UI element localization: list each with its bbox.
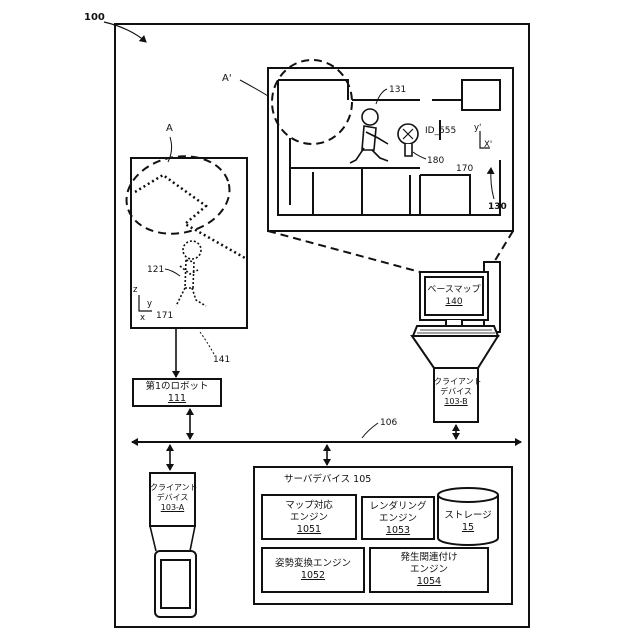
computer-monitor-icon xyxy=(412,262,500,368)
person-on-map xyxy=(350,109,388,163)
axis-y-prime: y' xyxy=(474,123,481,133)
ref-180: 180 xyxy=(427,156,444,166)
client-a-line2: デバイス xyxy=(150,493,195,503)
fig-ref-label: 100 xyxy=(84,12,105,23)
axis-x-prime: X' xyxy=(484,140,492,150)
client-a-ref: 103-A xyxy=(150,503,195,513)
sensor-device-icon xyxy=(398,124,418,156)
pose-engine-label: 姿勢変換エンジン 1052 xyxy=(262,558,364,582)
event-engine-label: 発生関連付け エンジン 1054 xyxy=(370,552,488,588)
storage-label: ストレージ 15 xyxy=(438,510,498,534)
event-engine-line2: エンジン xyxy=(370,564,488,576)
client-a-label: クライアント デバイス 103-A xyxy=(150,483,195,513)
render-engine-line2: エンジン xyxy=(362,513,434,525)
ref-130: 130 xyxy=(488,202,507,212)
ref-id-555: ID_555 xyxy=(425,126,456,136)
map-engine-line2: エンジン xyxy=(262,512,356,524)
axis-x: x xyxy=(140,313,145,323)
pose-engine-ref: 1052 xyxy=(262,570,364,582)
client-b-line2: デバイス xyxy=(434,387,478,397)
ref-171: 171 xyxy=(156,311,173,321)
robot-name: 第1のロボット xyxy=(133,381,221,393)
dotted-person-figure xyxy=(176,241,206,306)
floor-plan-walls xyxy=(278,80,500,215)
axis-y: y xyxy=(147,299,152,309)
axis-z: z xyxy=(133,285,138,295)
storage-name: ストレージ xyxy=(438,510,498,522)
map-engine-ref: 1051 xyxy=(262,524,356,536)
base-map-name: ベースマップ xyxy=(425,284,483,296)
link-clienta-phone xyxy=(150,526,195,551)
ref-106: 106 xyxy=(380,418,397,428)
ref-121: 121 xyxy=(147,265,164,275)
render-engine-ref: 1053 xyxy=(362,525,434,537)
client-b-line1: クライアント xyxy=(434,377,478,387)
ref-141: 141 xyxy=(213,355,230,365)
base-map-label: ベースマップ 140 xyxy=(425,284,483,308)
robot-label: 第1のロボット 111 xyxy=(133,381,221,405)
view-a-highlight-ellipse xyxy=(119,147,237,243)
view-a-label: A xyxy=(166,123,173,134)
server-label: サーバデバイス 105 xyxy=(284,474,404,486)
view-a-prime-highlight xyxy=(272,60,352,144)
smartphone-icon xyxy=(155,551,196,617)
pose-engine-name: 姿勢変換エンジン xyxy=(262,558,364,570)
event-engine-line1: 発生関連付け xyxy=(370,552,488,564)
ref-131: 131 xyxy=(389,85,406,95)
view-a-prime-label: A' xyxy=(222,73,232,84)
base-map-ref: 140 xyxy=(425,296,483,308)
client-b-ref: 103-B xyxy=(434,397,478,407)
projection-line-left xyxy=(268,231,420,272)
render-engine-line1: レンダリング xyxy=(362,501,434,513)
map-engine-line1: マップ対応 xyxy=(262,500,356,512)
ref-170: 170 xyxy=(456,164,473,174)
server-name: サーバデバイス xyxy=(284,474,350,485)
client-b-label: クライアント デバイス 103-B xyxy=(434,377,478,407)
storage-ref: 15 xyxy=(438,522,498,534)
server-ref: 105 xyxy=(353,474,371,485)
robot-ref: 111 xyxy=(133,393,221,405)
client-a-line1: クライアント xyxy=(150,483,195,493)
render-engine-label: レンダリング エンジン 1053 xyxy=(362,501,434,537)
event-engine-ref: 1054 xyxy=(370,576,488,588)
map-engine-label: マップ対応 エンジン 1051 xyxy=(262,500,356,536)
